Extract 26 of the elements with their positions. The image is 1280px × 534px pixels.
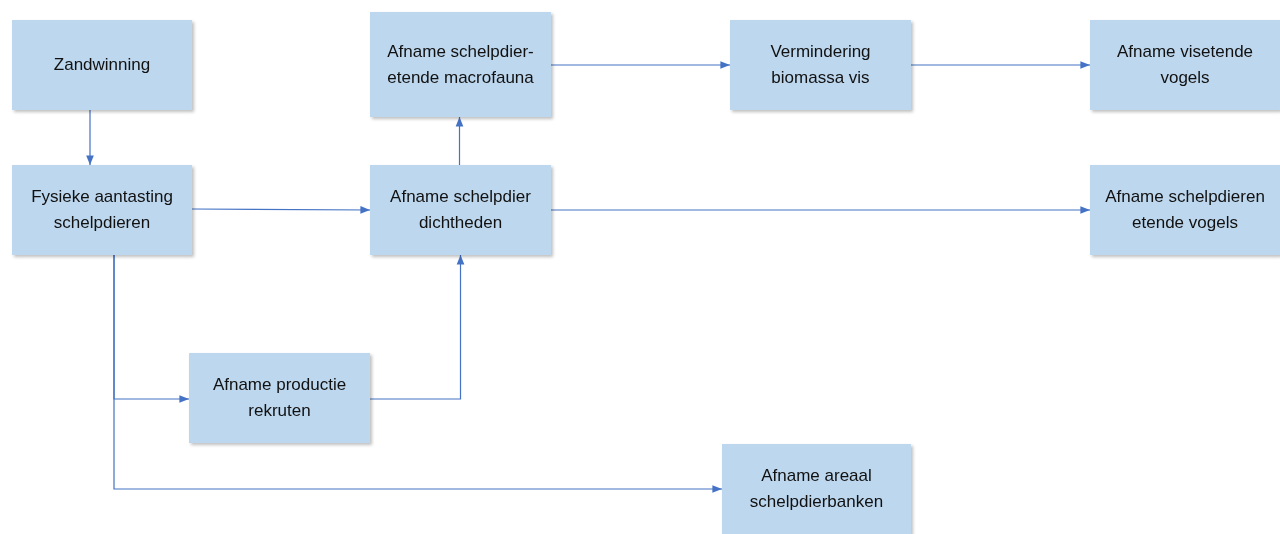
box-label: Afname schelpdieren etende vogels — [1104, 186, 1266, 234]
box-label: Afname schelpdier dichtheden — [389, 186, 532, 234]
box-label: Zandwinning — [53, 54, 151, 76]
box-label: Afname productie rekruten — [211, 374, 348, 422]
process-box — [1090, 20, 1280, 110]
arrow — [550, 206, 1091, 214]
arrow — [86, 109, 94, 166]
arrow — [455, 116, 464, 166]
arrow — [910, 61, 1091, 69]
process-box — [1090, 165, 1280, 255]
arrow — [369, 254, 465, 400]
arrow — [550, 61, 731, 69]
box-label: Vermindering biomassa vis — [769, 41, 872, 89]
process-box — [730, 20, 911, 110]
arrow — [191, 206, 371, 214]
box-label: Fysieke aantasting schelpdieren — [30, 186, 174, 234]
box-label: Afname visetende vogels — [1115, 41, 1255, 89]
process-box — [722, 444, 911, 534]
process-box — [370, 165, 551, 255]
process-box — [370, 12, 551, 117]
box-label: Afname schelpdier-etende macrofauna — [386, 40, 535, 89]
process-box — [12, 20, 192, 110]
box-label: Afname areaal schelpdierbanken — [748, 465, 885, 513]
arrow — [113, 254, 723, 493]
process-box — [12, 165, 192, 255]
process-box — [189, 353, 370, 443]
